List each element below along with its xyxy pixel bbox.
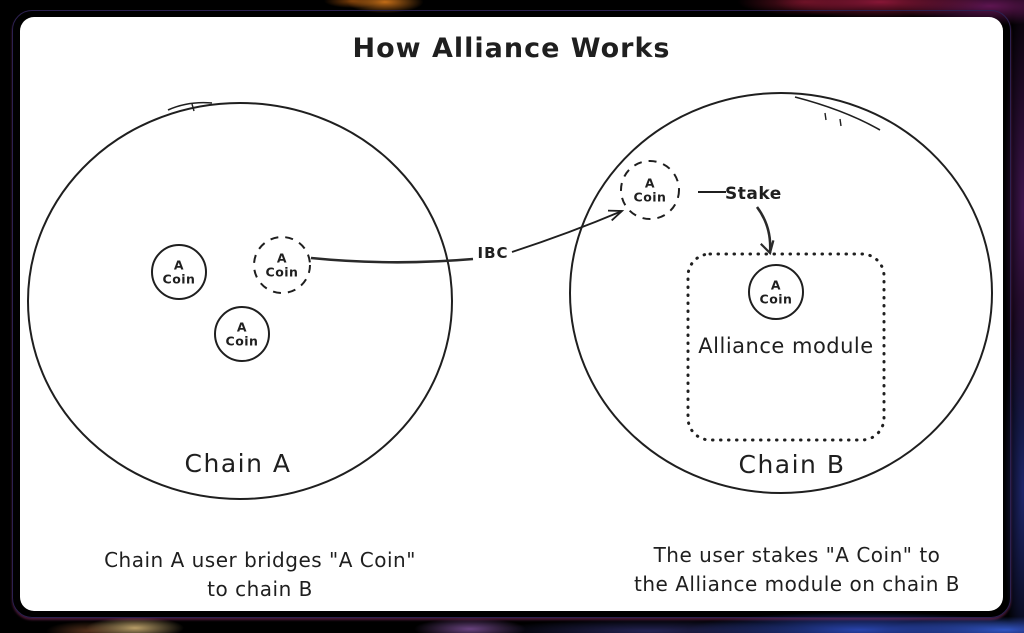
coin-b-bridged-circle-dashed (620, 160, 680, 220)
coin-a1-circle (151, 244, 207, 300)
coin-b-bridged-label: A Coin (610, 175, 690, 204)
chain-b-circle (569, 92, 993, 494)
coin-staked-line2: Coin (759, 291, 793, 306)
diagram-canvas (27, 92, 993, 500)
ibc-arrow (511, 210, 623, 253)
chain-b-pen-hooks (824, 112, 842, 127)
chain-b-pen-stroke (794, 96, 881, 131)
chain-a-pen-stroke (167, 101, 213, 111)
chain-b-label: Chain B (738, 450, 846, 479)
coin-staked-label: A Coin (736, 277, 816, 306)
caption-chain-a-line1: Chain A user bridges "A Coin" (104, 548, 416, 572)
coin-a-bridged-line1: A (276, 250, 288, 266)
ibc-label: IBC (477, 244, 509, 262)
coin-a1-line2: Coin (162, 271, 196, 286)
stake-arrowhead (760, 240, 775, 256)
coin-a-bridged-circle-dashed (253, 236, 311, 294)
coin-a1-line1: A (173, 257, 185, 273)
card-outline-ring (12, 10, 1011, 618)
diagram-card: How Alliance Works A Coin A Coin A Coin … (20, 17, 1003, 611)
caption-chain-b-line1: The user stakes "A Coin" to (653, 543, 941, 567)
ibc-line (310, 256, 474, 264)
stake-label: Stake (725, 184, 782, 204)
caption-chain-a-line2: to chain B (207, 577, 313, 601)
caption-chain-b: The user stakes "A Coin" to the Alliance… (592, 541, 1002, 599)
caption-chain-b-line2: the Alliance module on chain B (634, 572, 960, 596)
coin-staked-circle (748, 264, 804, 320)
alliance-module-label: Alliance module (698, 334, 874, 358)
ibc-arrowhead (607, 209, 625, 222)
coin-a1-label: A Coin (139, 257, 219, 286)
chain-a-pen-hook (191, 103, 195, 112)
alliance-module-box (686, 252, 886, 442)
coin-a2-label: A Coin (202, 319, 282, 348)
coin-a2-line2: Coin (225, 333, 259, 348)
chain-a-circle (27, 102, 453, 500)
coin-a2-circle (214, 306, 270, 362)
coin-a2-line1: A (236, 319, 248, 335)
coin-b-bridged-line2: Coin (633, 189, 667, 204)
coin-a-bridged-line2: Coin (265, 264, 299, 279)
chain-a-label: Chain A (184, 449, 292, 478)
coin-a-bridged-label: A Coin (242, 250, 322, 279)
coin-staked-line1: A (770, 277, 782, 293)
diagram-title: How Alliance Works (352, 33, 671, 64)
coin-b-bridged-line1: A (644, 175, 656, 191)
caption-chain-a: Chain A user bridges "A Coin" to chain B (55, 546, 465, 604)
